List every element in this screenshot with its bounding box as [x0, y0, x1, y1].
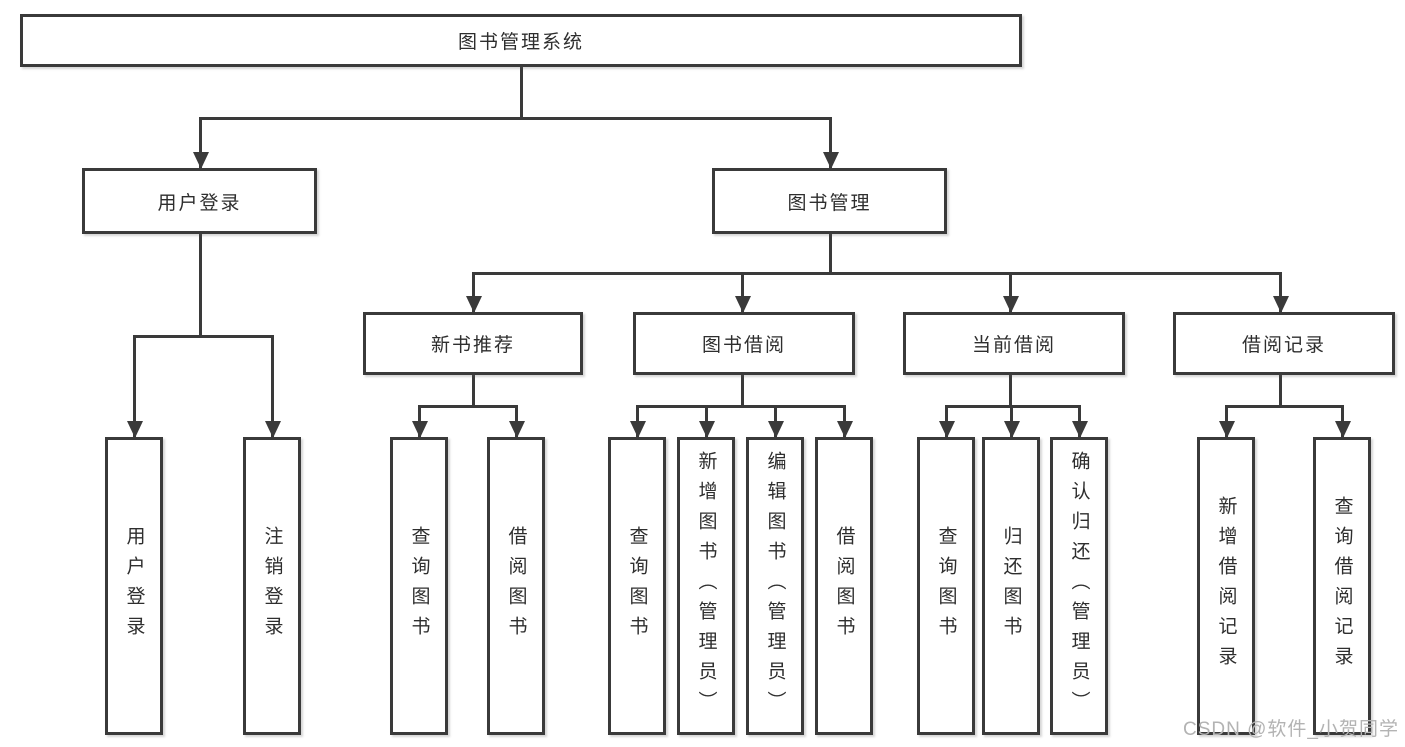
- connector-arrow: [767, 405, 784, 438]
- connector-arrow: [822, 117, 839, 169]
- node-book-management-label: 图书管理: [787, 192, 872, 214]
- connector-line: [418, 405, 518, 408]
- connector-arrow: [629, 405, 646, 438]
- node-current-borrowing-label: 当前借阅: [971, 335, 1056, 356]
- connector-arrow: [126, 335, 143, 438]
- leaf-query-book-recommend: 查询图书: [390, 437, 448, 735]
- connector-line: [1279, 375, 1282, 407]
- connector-arrow: [1272, 272, 1289, 313]
- connector-arrow: [1334, 405, 1351, 438]
- leaf-confirm-return-admin: 确认归还（管理员）: [1050, 437, 1108, 735]
- node-root: 图书管理系统: [20, 14, 1022, 67]
- connector-arrow: [508, 405, 525, 438]
- leaf-edit-book-admin: 编辑图书（管理员）: [746, 437, 804, 735]
- leaf-confirm-return-admin-label: 确认归还（管理员）: [1068, 451, 1090, 721]
- connector-arrow: [1003, 405, 1020, 438]
- leaf-query-book-current-label: 查询图书: [935, 526, 957, 646]
- connector-arrow: [1218, 405, 1235, 438]
- connector-arrow: [734, 272, 751, 313]
- leaf-borrow-book-recommend-label: 借阅图书: [505, 526, 527, 646]
- leaf-user-login: 用户登录: [105, 437, 163, 735]
- node-root-label: 图书管理系统: [457, 32, 584, 53]
- csdn-watermark: CSDN @软件_小贺同学: [1183, 719, 1399, 740]
- leaf-query-borrow-record-label: 查询借阅记录: [1331, 496, 1353, 676]
- connector-line: [1225, 405, 1343, 408]
- leaf-query-book-borrowing: 查询图书: [608, 437, 666, 735]
- leaf-return-book-label: 归还图书: [1000, 526, 1022, 646]
- leaf-add-borrow-record: 新增借阅记录: [1197, 437, 1255, 735]
- connector-arrow: [836, 405, 853, 438]
- leaf-add-borrow-record-label: 新增借阅记录: [1215, 496, 1237, 676]
- connector-line: [199, 234, 202, 337]
- leaf-return-book: 归还图书: [982, 437, 1040, 735]
- leaf-logout-label: 注销登录: [261, 526, 283, 646]
- connector-line: [472, 272, 1282, 275]
- leaf-query-book-current: 查询图书: [917, 437, 975, 735]
- node-user-login-branch: 用户登录: [82, 168, 317, 234]
- connector-line: [945, 405, 1081, 408]
- connector-arrow: [1071, 405, 1088, 438]
- leaf-borrow-book-recommend: 借阅图书: [487, 437, 545, 735]
- leaf-borrow-book-borrowing: 借阅图书: [815, 437, 873, 735]
- leaf-borrow-book-borrowing-label: 借阅图书: [833, 526, 855, 646]
- node-user-login-branch-label: 用户登录: [157, 192, 242, 214]
- connector-line: [636, 405, 845, 408]
- connector-arrow: [938, 405, 955, 438]
- connector-arrow: [192, 117, 209, 169]
- node-book-borrowing-label: 图书借阅: [701, 335, 786, 356]
- leaf-query-borrow-record: 查询借阅记录: [1313, 437, 1371, 735]
- leaf-user-login-label: 用户登录: [123, 526, 145, 646]
- node-borrowing-records-label: 借阅记录: [1241, 335, 1326, 356]
- node-book-borrowing: 图书借阅: [633, 312, 855, 375]
- connector-arrow: [698, 405, 715, 438]
- leaf-add-book-admin: 新增图书（管理员）: [677, 437, 735, 735]
- connector-arrow: [465, 272, 482, 313]
- connector-line: [133, 335, 274, 338]
- connector-line: [199, 117, 832, 120]
- connector-line: [741, 375, 744, 407]
- node-new-book-recommend-label: 新书推荐: [430, 335, 515, 356]
- connector-line: [829, 233, 832, 275]
- connector-arrow: [1002, 272, 1019, 313]
- leaf-logout: 注销登录: [243, 437, 301, 735]
- connector-arrow: [411, 405, 428, 438]
- connector-line: [472, 375, 475, 407]
- leaf-query-book-recommend-label: 查询图书: [408, 526, 430, 646]
- leaf-edit-book-admin-label: 编辑图书（管理员）: [764, 451, 786, 721]
- leaf-add-book-admin-label: 新增图书（管理员）: [695, 451, 717, 721]
- node-book-management: 图书管理: [712, 168, 947, 234]
- node-new-book-recommend: 新书推荐: [363, 312, 583, 375]
- connector-line: [1009, 375, 1012, 407]
- node-borrowing-records: 借阅记录: [1173, 312, 1395, 375]
- node-current-borrowing: 当前借阅: [903, 312, 1125, 375]
- leaf-query-book-borrowing-label: 查询图书: [626, 526, 648, 646]
- connector-line: [520, 67, 523, 119]
- connector-arrow: [264, 335, 281, 438]
